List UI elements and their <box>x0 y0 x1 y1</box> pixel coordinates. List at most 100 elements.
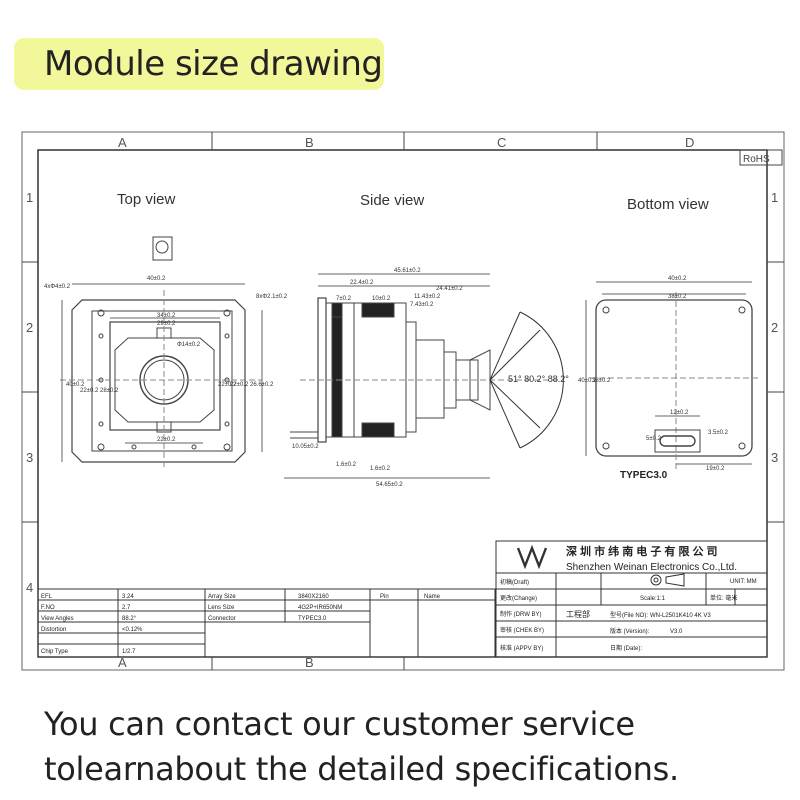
row-label: 3 <box>26 450 33 465</box>
dim-label: 40±0.2 <box>147 276 166 282</box>
person-icon-box <box>152 236 173 261</box>
tb-value: WN-L2501K410 4K V3 <box>650 613 711 619</box>
dim-label: 45.61±0.2 <box>394 268 421 274</box>
spec-cell: TYPEC3.0 <box>298 616 327 622</box>
dim-label: 24.41±0.2 <box>436 286 463 292</box>
spec-cell: Distortion <box>41 627 66 633</box>
row-label: 1 <box>771 190 778 205</box>
top-inner-rect <box>91 310 233 452</box>
dim-label: 19±0.2 <box>706 466 725 472</box>
person-icon <box>155 240 169 254</box>
dim-label: 40±0.2 <box>668 276 687 282</box>
side-body-dark <box>331 302 343 438</box>
spec-cell: Connector <box>208 616 236 622</box>
dim-label: 22±0.2 <box>80 388 99 394</box>
slot-hole <box>98 377 104 383</box>
top-view-title: Top view <box>117 191 176 208</box>
mount-hole <box>738 442 746 450</box>
col-label: A <box>118 655 127 670</box>
dim-label: 4xΦ4±0.2 <box>44 284 71 290</box>
top-housing <box>109 321 221 431</box>
mount-hole <box>223 443 231 451</box>
dim-label: 8xΦ2.1±0.2 <box>256 294 288 300</box>
view-angle-lines <box>489 311 541 449</box>
mount-hole <box>738 306 746 314</box>
spec-cell: 88.2° <box>122 616 137 622</box>
dim-label: 28±0.2 <box>100 388 119 394</box>
dim-label: Φ14±0.2 <box>177 342 201 348</box>
side-body-b <box>353 302 407 438</box>
tb-value: V3.0 <box>670 629 683 635</box>
side-body-dark <box>361 302 395 318</box>
side-body-dark <box>361 422 395 438</box>
dim-label: 7±0.2 <box>336 296 352 302</box>
spec-cell: Chip Type <box>41 649 69 655</box>
title-banner: Module size drawing <box>14 38 384 90</box>
side-view-drawing <box>284 273 564 479</box>
col-label: B <box>305 135 314 150</box>
top-plate-outline <box>71 299 246 463</box>
spec-cell: Name <box>424 594 441 600</box>
dim-label: 22.4±0.2 <box>350 280 374 286</box>
top-view-drawing <box>60 236 263 470</box>
row-label: 1 <box>26 190 33 205</box>
outer-frame <box>21 131 785 671</box>
row-label: 4 <box>26 580 33 595</box>
mount-hole <box>602 306 610 314</box>
caption-line-1: You can contact our customer service <box>44 705 635 743</box>
spec-cell: 3.24 <box>122 594 134 600</box>
side-view-title: Side view <box>360 192 424 209</box>
mount-hole <box>97 443 105 451</box>
tb-label: 制作 (DRW BY) <box>500 610 542 618</box>
spec-cell: 4G2P+IR650NM <box>298 605 342 611</box>
tb-unit-cn: 单位: 毫米 <box>710 594 737 602</box>
slot-hole <box>131 444 137 450</box>
banner-title: Module size drawing <box>44 44 383 84</box>
caption: You can contact our customer service tol… <box>44 702 679 792</box>
tb-scale: Scale:1:1 <box>640 596 666 602</box>
rohs-box <box>739 149 783 166</box>
angle-label: 51° 80.2° 88.2° <box>508 374 569 384</box>
title-block-frame <box>495 540 768 658</box>
dim-label: 1.6±0.2 <box>336 462 357 468</box>
tb-label: 核准 (APPV BY) <box>500 644 543 652</box>
company-name-en: Shenzhen Weinan Electronics Co.,Ltd. <box>566 562 737 573</box>
typec-port <box>654 429 701 453</box>
connector-label: TYPEC3.0 <box>620 470 668 481</box>
tb-label: 审核 (CHEK BY) <box>500 626 544 634</box>
company-logo <box>516 544 548 570</box>
tb-label: 版本 (Version): <box>610 627 650 635</box>
side-body-dark <box>331 302 343 318</box>
dim-label: 5±0.2 <box>646 436 662 442</box>
mount-hole <box>97 309 105 317</box>
side-pcb <box>405 321 417 433</box>
slot-hole <box>98 421 104 427</box>
bottom-view-title: Bottom view <box>627 196 709 213</box>
title-block <box>495 540 768 658</box>
spec-cell: F.NO <box>41 605 55 611</box>
mount-hole <box>223 309 231 317</box>
tb-label: 初稿(Draft) <box>500 578 529 586</box>
row-label: 2 <box>26 320 33 335</box>
dim-label: 26.6±0.2 <box>250 382 274 388</box>
spec-cell: Lens Size <box>208 605 235 611</box>
dim-label: 40±0.2 <box>578 378 597 384</box>
view-angle-arc <box>519 311 564 449</box>
mount-hole <box>602 442 610 450</box>
side-plate <box>317 297 327 443</box>
dim-label: 10±0.2 <box>372 296 391 302</box>
tb-unit: UNIT: MM <box>730 579 757 585</box>
typec-port-inner <box>659 435 696 447</box>
row-label: 2 <box>771 320 778 335</box>
dim-label: 22±0.2 <box>230 382 249 388</box>
dim-label: 40±0.2 <box>66 382 85 388</box>
dim-label: 3.5±0.2 <box>708 430 729 436</box>
col-label: D <box>685 135 694 150</box>
lens-mount <box>114 337 215 423</box>
slot-hole <box>191 444 197 450</box>
spec-cell: View Angles <box>41 616 74 622</box>
side-mount <box>415 339 445 419</box>
dim-label: 29±0.2 <box>157 321 176 327</box>
dim-label: 11.43±0.2 <box>414 294 441 300</box>
